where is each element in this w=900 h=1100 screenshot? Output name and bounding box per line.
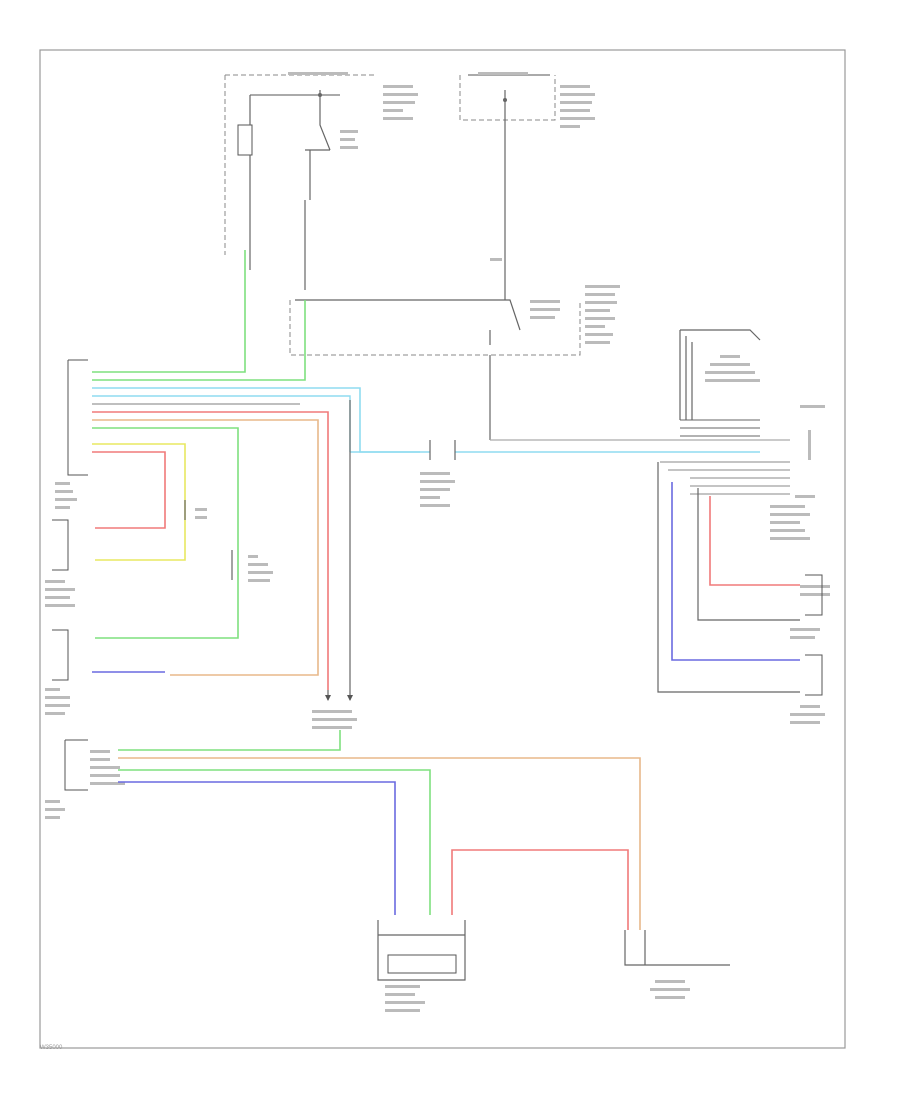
wire-blue-right (671, 482, 800, 661)
wire-red-1 (92, 411, 329, 690)
diagram-frame (39, 49, 846, 1049)
wire-green-bottom-1 (118, 730, 341, 751)
under-dash-fuse-box (459, 72, 595, 300)
wire-red-right (709, 496, 800, 586)
wire-blue-bottom (118, 781, 396, 915)
left-control-unit (55, 359, 88, 509)
wire-green-3 (92, 427, 239, 639)
wire-yellow-1 (92, 443, 186, 561)
bottom-actuator (377, 920, 466, 1012)
under-hood-fuse-box (224, 72, 418, 290)
wire-red-2 (92, 451, 166, 529)
right-sensor-2 (790, 654, 825, 724)
wire-black-right-3 (697, 488, 800, 621)
right-label-vertical (795, 430, 815, 498)
left-sensor-2 (45, 629, 70, 715)
cluster-connector (45, 739, 125, 819)
wire-black-right-2 (660, 461, 790, 495)
wire-orange-1 (92, 419, 319, 676)
wire-orange-bottom (118, 757, 641, 930)
wire-red-bottom (451, 849, 629, 930)
wire-light-green-1 (92, 250, 246, 373)
right-module (657, 329, 830, 693)
wire-black-right (680, 419, 760, 437)
left-sensor-1 (45, 519, 75, 607)
connector-joint (420, 440, 456, 507)
bottom-right-sensor (624, 930, 730, 999)
relay-block (289, 285, 620, 440)
switch-component (184, 500, 273, 582)
right-sensor-1 (770, 505, 823, 639)
wire-light-green-2 (92, 300, 306, 381)
wire-green-bottom-2 (118, 769, 431, 915)
diagram-code: W35000 (40, 1045, 63, 1051)
center-junction (312, 690, 357, 729)
